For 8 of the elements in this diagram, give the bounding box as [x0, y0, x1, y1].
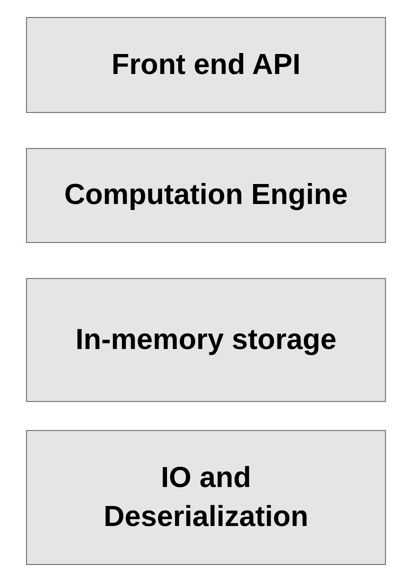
box-label: IO and Deserialization	[102, 460, 310, 534]
process-box	[26, 148, 386, 243]
box-label: Front end API	[111, 48, 301, 82]
process-box	[26, 17, 386, 113]
box-label: Computation Engine	[64, 178, 348, 213]
box-label: In-memory storage	[75, 322, 337, 358]
process-box	[26, 278, 386, 402]
process-box	[26, 430, 386, 565]
